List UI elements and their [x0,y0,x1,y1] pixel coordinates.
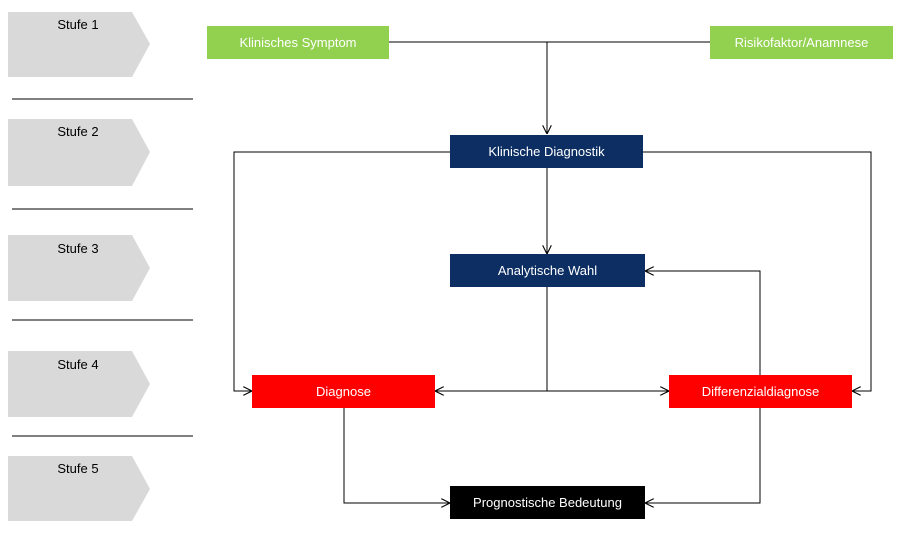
connectors [233,41,872,503]
node-clinical-diagnostics: Klinische Diagnostik [450,135,643,168]
stage-label-2: Stufe 2 [57,124,99,139]
stage-separators [12,98,193,437]
stage-chevron-3 [8,235,150,301]
connector-clinical-to-diagnosis [233,151,450,391]
node-diagnosis: Diagnose [252,375,435,408]
stage-label-5: Stufe 5 [57,461,99,476]
connector-clinical-to-differential [643,151,872,391]
stage-label-4: Stufe 4 [57,357,99,372]
connector-diagnosis-to-prognostic [343,408,450,503]
node-analytic-choice: Analytische Wahl [450,254,645,287]
node-differential-diagnosis: Differenzialdiagnose [669,375,852,408]
stage-label-1: Stufe 1 [57,17,99,32]
stage-chevron-1 [8,12,150,77]
node-risk-factor: Risikofaktor/Anamnese [710,26,893,59]
connector-differential-to-prognostic [645,408,761,503]
stage-chevron-5 [8,456,150,521]
connector-differential-to-analytic [645,271,761,375]
stage-chevron-2 [8,119,150,186]
stage-chevrons [8,12,150,521]
stage-label-3: Stufe 3 [57,241,99,256]
stage-chevron-4 [8,351,150,417]
node-prognostic-significance: Prognostische Bedeutung [450,486,645,519]
node-clinical-symptom: Klinisches Symptom [207,26,389,59]
